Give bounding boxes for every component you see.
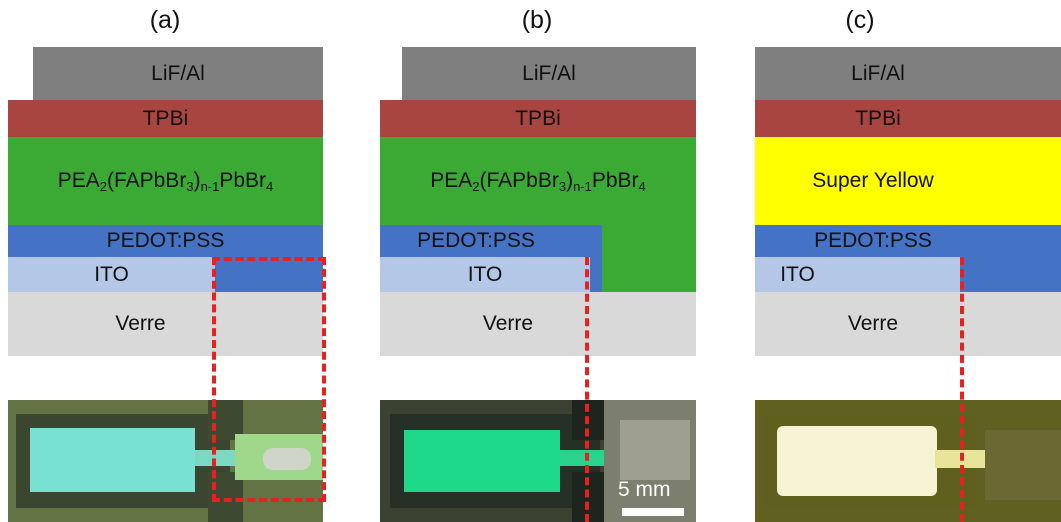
device-photo-b [380, 400, 696, 522]
panel-label: (c) [845, 6, 875, 34]
tpbi-layer: TPBi [755, 100, 1061, 137]
emitter-text: PEA2(FAPbBr3)n-1PbBr4 [57, 168, 274, 194]
lif-al-layer: LiF/Al [402, 47, 696, 100]
lif-al-layer: LiF/Al [755, 47, 1061, 100]
edge-marker-line [585, 257, 589, 522]
edge-marker-line [960, 257, 964, 522]
super-yellow-layer: Super Yellow [755, 137, 1061, 225]
panel-label: (a) [149, 6, 181, 34]
highlight-box [212, 257, 326, 502]
pedot-step [215, 257, 323, 292]
pedot-step [590, 257, 602, 292]
perovskite-layer: PEA2(FAPbBr3)n-1PbBr4 [380, 137, 696, 225]
device-photo-c [755, 400, 1061, 522]
perovskite-layer: PEA2(FAPbBr3)n-1PbBr4 [8, 137, 323, 225]
ito-layer: ITO [8, 257, 215, 292]
emitter-text: PEA2(FAPbBr3)n-1PbBr4 [430, 168, 646, 194]
panel-a: (a) LiF/Al TPBi PEA2(FAPbBr3)n-1PbBr4 PE… [0, 0, 330, 522]
photo-c-svg [755, 400, 1061, 522]
ito-layer: ITO [380, 257, 590, 292]
photo-b-svg [380, 400, 696, 522]
scale-bar [622, 508, 684, 516]
panel-label: (b) [521, 6, 553, 34]
panel-c: (c) LiF/Al TPBi Super Yellow PEDOT:PSS I… [745, 0, 1061, 522]
pedot-step [960, 257, 1061, 292]
pedot-pss-layer: PEDOT:PSS [8, 225, 323, 257]
glass-substrate: Verre [380, 292, 696, 356]
perovskite-step [602, 225, 696, 292]
tpbi-layer: TPBi [8, 100, 323, 137]
lif-al-layer: LiF/Al [33, 47, 323, 100]
ito-layer: ITO [755, 257, 960, 292]
tpbi-layer: TPBi [380, 100, 696, 137]
glass-substrate: Verre [755, 292, 1061, 356]
pedot-pss-layer: PEDOT:PSS [380, 225, 602, 257]
glass-substrate: Verre [8, 292, 323, 356]
scale-bar-label: 5 mm [618, 478, 671, 501]
panel-b: (b) LiF/Al TPBi PEA2(FAPbBr3)n-1PbBr4 PE… [372, 0, 702, 522]
pedot-pss-layer: PEDOT:PSS [755, 225, 1061, 257]
